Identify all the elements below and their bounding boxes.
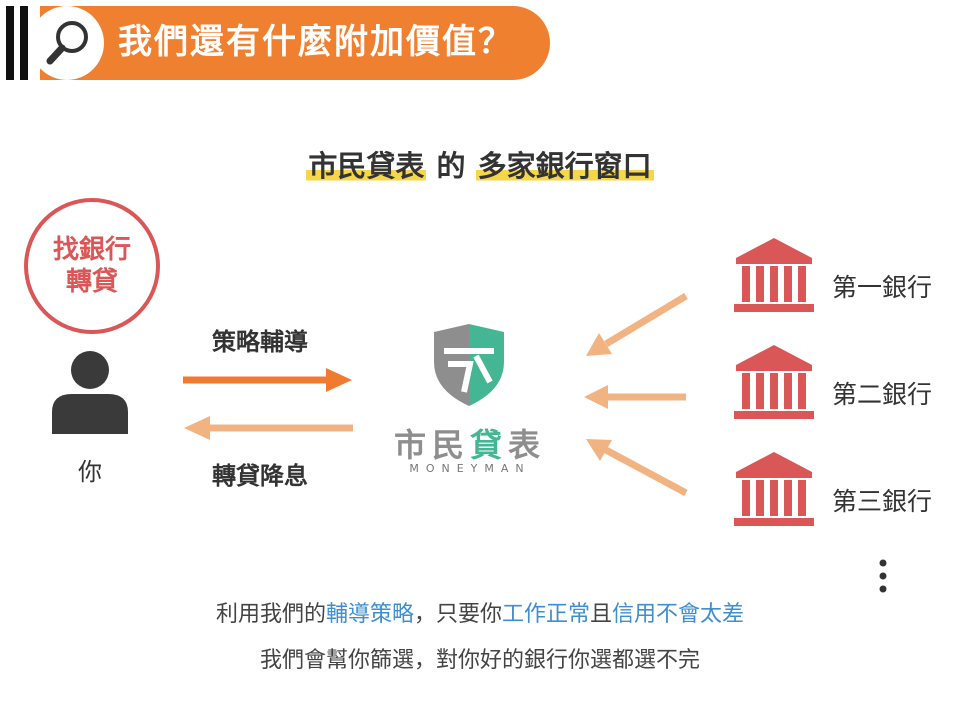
- arrow-to-service: [183, 368, 352, 392]
- note-highlight-guidance: 輔導策略: [325, 602, 414, 627]
- subtitle-rest: 多家銀行窗口: [475, 149, 654, 183]
- logo-chinese-name: 市民貸表: [388, 420, 552, 466]
- vertical-ellipsis-icon: [879, 559, 887, 593]
- header-banner: [40, 6, 550, 80]
- subtitle-brand: 市民貸表: [306, 149, 427, 183]
- header-icon-circle: [30, 6, 104, 80]
- magnifier-icon: [46, 21, 88, 65]
- note-text: 且: [590, 602, 613, 627]
- bank-label-1: 第一銀行: [832, 273, 933, 302]
- note-line-2: 我們會幫你篩選，對你好的銀行你選都選不完: [259, 648, 700, 673]
- header-bars: [0, 6, 34, 80]
- note-line-1: 利用我們的輔導策略，只要你工作正常且信用不會太差: [0, 596, 960, 628]
- logo-cn-part3: 表: [508, 426, 547, 464]
- arrow-from-bank-2: [584, 385, 686, 409]
- moneyman-shield-logo: [434, 324, 504, 406]
- arrow-from-bank-3: [586, 439, 688, 497]
- page-title: 我們還有什麼附加價值？: [118, 22, 514, 62]
- request-line-1: 找銀行: [52, 235, 131, 265]
- note-text: ，只要你: [413, 602, 502, 627]
- bank-icon: [734, 238, 814, 312]
- request-bubble-text: 找銀行 轉貸: [24, 234, 160, 298]
- you-label: 你: [78, 458, 102, 486]
- flow-label-refinance: 轉貸降息: [212, 462, 308, 490]
- logo-cn-part2: 貸: [469, 426, 508, 464]
- arrow-from-bank-1: [586, 292, 688, 356]
- note-text: 利用我們的: [215, 602, 326, 627]
- person-icon: [52, 351, 128, 434]
- arrow-to-you: [184, 416, 353, 440]
- flow-label-guidance: 策略輔導: [212, 328, 308, 356]
- bank-icon: [734, 452, 814, 526]
- note-highlight-job: 工作正常: [502, 602, 591, 627]
- bank-label-2: 第二銀行: [832, 380, 933, 409]
- bank-label-3: 第三銀行: [832, 487, 933, 516]
- request-line-2: 轉貸: [65, 267, 118, 297]
- request-bubble: [24, 198, 160, 334]
- logo-cn-part1: 市民: [393, 426, 470, 464]
- logo-english-name: MONEYMAN: [409, 462, 531, 475]
- bank-icon: [734, 345, 814, 419]
- diagram-subtitle: 市民貸表 的 多家銀行窗口: [0, 143, 960, 185]
- note-highlight-credit: 信用不會太差: [612, 602, 745, 627]
- subtitle-connector: 的: [436, 149, 466, 183]
